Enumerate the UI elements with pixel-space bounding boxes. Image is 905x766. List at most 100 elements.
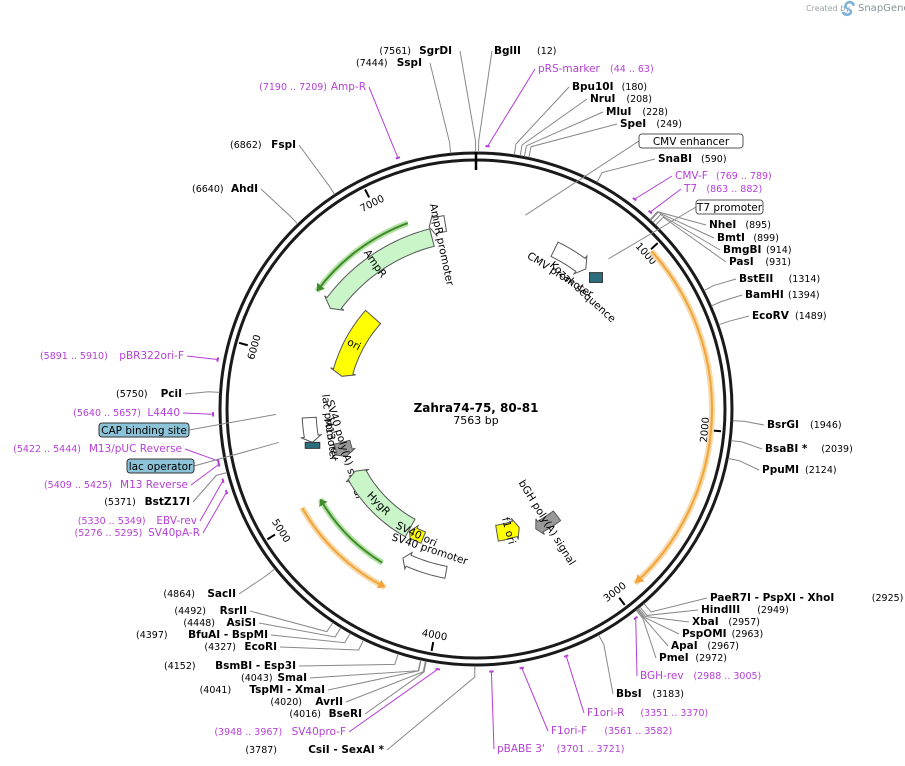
primer-range: (5422 .. 5444)	[13, 444, 81, 455]
enzyme-label-snabi[interactable]: SnaBI(590)	[658, 153, 727, 165]
enzyme-label-pspomi[interactable]: PspOMI(2963)	[682, 628, 763, 640]
primer-label-m13-rev-primer[interactable]: M13 Reverse(5409 .. 5425)	[44, 479, 188, 491]
feature-box-t7-promoter[interactable]: T7 promoter	[695, 199, 764, 215]
primer-name: F1ori-R	[587, 707, 624, 719]
primer-name: pBABE 3'	[497, 743, 545, 755]
enzyme-label-mlui[interactable]: MluI(228)	[606, 106, 668, 118]
enzyme-label-pasi[interactable]: PasI(931)	[729, 256, 791, 268]
enzyme-label-bbsi[interactable]: BbsI(3183)	[616, 688, 684, 700]
enzyme-label-bstz17i[interactable]: BstZ17I(5371)	[104, 496, 190, 508]
enzyme-label-bmti[interactable]: BmtI(899)	[717, 232, 779, 244]
enzyme-label-bsmbi[interactable]: BsmBI - Esp3I(4152)	[164, 660, 296, 672]
enzyme-label-bamhi[interactable]: BamHI(1394)	[745, 289, 820, 301]
enzyme-leader-line	[523, 111, 604, 157]
enzyme-position: (4448)	[183, 618, 215, 629]
feature-ori[interactable]: ori	[330, 309, 382, 377]
enzyme-position: (4020)	[270, 697, 302, 708]
enzyme-name: SnaBI	[658, 153, 692, 165]
primer-label-ebv-rev[interactable]: EBV-rev(5330 .. 5349)	[78, 515, 197, 527]
feature-box-cmv-enhancer[interactable]: CMV enhancer	[638, 133, 744, 149]
enzyme-label-sgrdi[interactable]: SgrDI(7561)	[379, 45, 452, 57]
plasmid-length: 7563 bp	[453, 414, 498, 427]
enzyme-name: BsrGI	[767, 419, 799, 431]
enzyme-label-ecori[interactable]: EcoRI(4327)	[204, 641, 277, 653]
primer-label-bgh-rev[interactable]: BGH-rev(2988 .. 3005)	[640, 670, 761, 682]
primer-label-f1ori-f[interactable]: F1ori-F(3561 .. 3582)	[551, 725, 672, 737]
enzyme-label-sspi[interactable]: SspI(7444)	[356, 57, 422, 69]
enzyme-label-apai[interactable]: ApaI(2967)	[671, 640, 739, 652]
enzyme-label-bfuai[interactable]: BfuAI - BspMI(4397)	[136, 629, 268, 641]
enzyme-label-paer7i[interactable]: PaeR7I - PspXI - XhoI(2925)	[710, 592, 903, 604]
enzyme-label-pmei[interactable]: PmeI(2972)	[659, 652, 727, 664]
primer-label-pbabe-3[interactable]: pBABE 3'(3701 .. 3721)	[497, 743, 624, 755]
enzyme-label-ppumi[interactable]: PpuMI(2124)	[762, 464, 837, 476]
feature-f1-ori[interactable]: f1 ori	[495, 516, 520, 546]
enzyme-label-sacii[interactable]: SacII(4864)	[163, 588, 236, 600]
enzyme-label-smai[interactable]: SmaI(4043)	[241, 672, 307, 684]
enzyme-label-tspmi[interactable]: TspMI - XmaI(4041)	[200, 684, 325, 696]
enzyme-leader-line	[478, 50, 493, 153]
primer-label-t7[interactable]: T7(863 .. 882)	[683, 183, 762, 195]
enzyme-label-hindiii[interactable]: HindIII(2949)	[701, 604, 789, 616]
enzyme-label-bsteii[interactable]: BstEII(1314)	[739, 273, 820, 285]
enzyme-position: (3787)	[245, 745, 277, 756]
enzyme-label-nhei[interactable]: NheI(895)	[709, 219, 771, 231]
enzyme-position: (7444)	[356, 58, 388, 69]
enzyme-label-bmgbi[interactable]: BmgBI(914)	[723, 244, 792, 256]
primer-label-sv40pro-f[interactable]: SV40pro-F(3948 .. 3967)	[214, 726, 346, 738]
enzyme-label-rsrii[interactable]: RsrII(4492)	[174, 605, 247, 617]
feature-box-lac-operator[interactable]: lac operator	[126, 458, 195, 474]
enzyme-name: NruI	[590, 93, 615, 105]
tick-label: 4000	[421, 628, 448, 643]
primer-label-f1ori-r[interactable]: F1ori-R(3351 .. 3370)	[587, 707, 708, 719]
enzyme-label-xbai[interactable]: XbaI(2957)	[692, 616, 760, 628]
enzyme-label-nrui[interactable]: NruI(208)	[590, 93, 652, 105]
feature-ampr[interactable]: AmpR	[324, 228, 435, 311]
enzyme-name: ApaI	[671, 640, 698, 652]
enzyme-label-bseri[interactable]: BseRI(4016)	[289, 708, 362, 720]
primer-label-l4440[interactable]: L4440(5640 .. 5657)	[73, 407, 180, 419]
feature-box-label: CMV enhancer	[653, 136, 730, 148]
enzyme-label-asisi[interactable]: AsiSI(4448)	[183, 617, 256, 629]
primer-label-sv40pa-r[interactable]: SV40pA-R(5276 .. 5295)	[75, 527, 200, 539]
enzyme-label-bpu10i[interactable]: Bpu10I(180)	[572, 81, 647, 93]
feature-shape	[550, 241, 588, 275]
enzyme-leader-line	[598, 634, 614, 695]
tick-label: 7000	[359, 194, 387, 215]
enzyme-name: FspI	[271, 139, 296, 151]
enzyme-label-avrii[interactable]: AvrII(4020)	[270, 696, 343, 708]
enzyme-position: (4327)	[204, 642, 236, 653]
orange-arc-cds-arrowhead	[635, 574, 645, 584]
primer-label-amp-r[interactable]: Amp-R(7190 .. 7209)	[259, 81, 366, 93]
primer-name: pRS-marker	[538, 63, 601, 75]
plasmid-name: Zahra74-75, 80-81	[414, 401, 539, 415]
primer-leader-line	[348, 668, 439, 733]
enzyme-name: PasI	[729, 256, 754, 268]
tick-label: 5000	[269, 517, 292, 544]
enzyme-label-ahdi[interactable]: AhdI(6640)	[192, 183, 258, 195]
enzyme-name: RsrII	[220, 605, 247, 617]
enzyme-label-bsrgi[interactable]: BsrGI(1946)	[767, 419, 842, 431]
primer-label-m13-puc-rev[interactable]: M13/pUC Reverse(5422 .. 5444)	[13, 443, 182, 455]
snapgene-logo-icon	[841, 0, 856, 17]
primer-label-pbr322ori-f[interactable]: pBR322ori-F(5891 .. 5910)	[40, 350, 184, 362]
tick-label: 6000	[246, 334, 263, 361]
primer-label-cmv-f[interactable]: CMV-F(769 .. 789)	[675, 170, 772, 182]
enzyme-label-ecorv[interactable]: EcoRV(1489)	[752, 310, 827, 322]
primer-label-rs-marker[interactable]: pRS-marker(44 .. 63)	[538, 63, 654, 75]
primer-range: (769 .. 789)	[716, 171, 772, 182]
enzyme-name: AhdI	[231, 183, 258, 195]
enzyme-label-csii[interactable]: CsiI - SexAI *(3787)	[245, 744, 384, 756]
enzyme-leader-line	[718, 315, 750, 326]
enzyme-label-pcii[interactable]: PciI(5750)	[116, 388, 182, 400]
feature-bgh-polya[interactable]: bGH poly(A) signal	[516, 478, 578, 568]
enzyme-leader-line	[636, 609, 669, 647]
enzyme-label-bglii[interactable]: BglII(12)	[494, 45, 557, 57]
enzyme-label-spei[interactable]: SpeI(249)	[620, 118, 682, 130]
enzyme-label-fspi[interactable]: FspI(6862)	[230, 139, 296, 151]
enzyme-position: (7561)	[379, 46, 411, 57]
enzyme-label-bsabi[interactable]: BsaBI *(2039)	[765, 443, 853, 455]
primer-range: (7190 .. 7209)	[259, 82, 327, 93]
feature-box-cap-binding-site[interactable]: CAP binding site	[98, 422, 190, 438]
enzyme-position: (4016)	[289, 709, 321, 720]
